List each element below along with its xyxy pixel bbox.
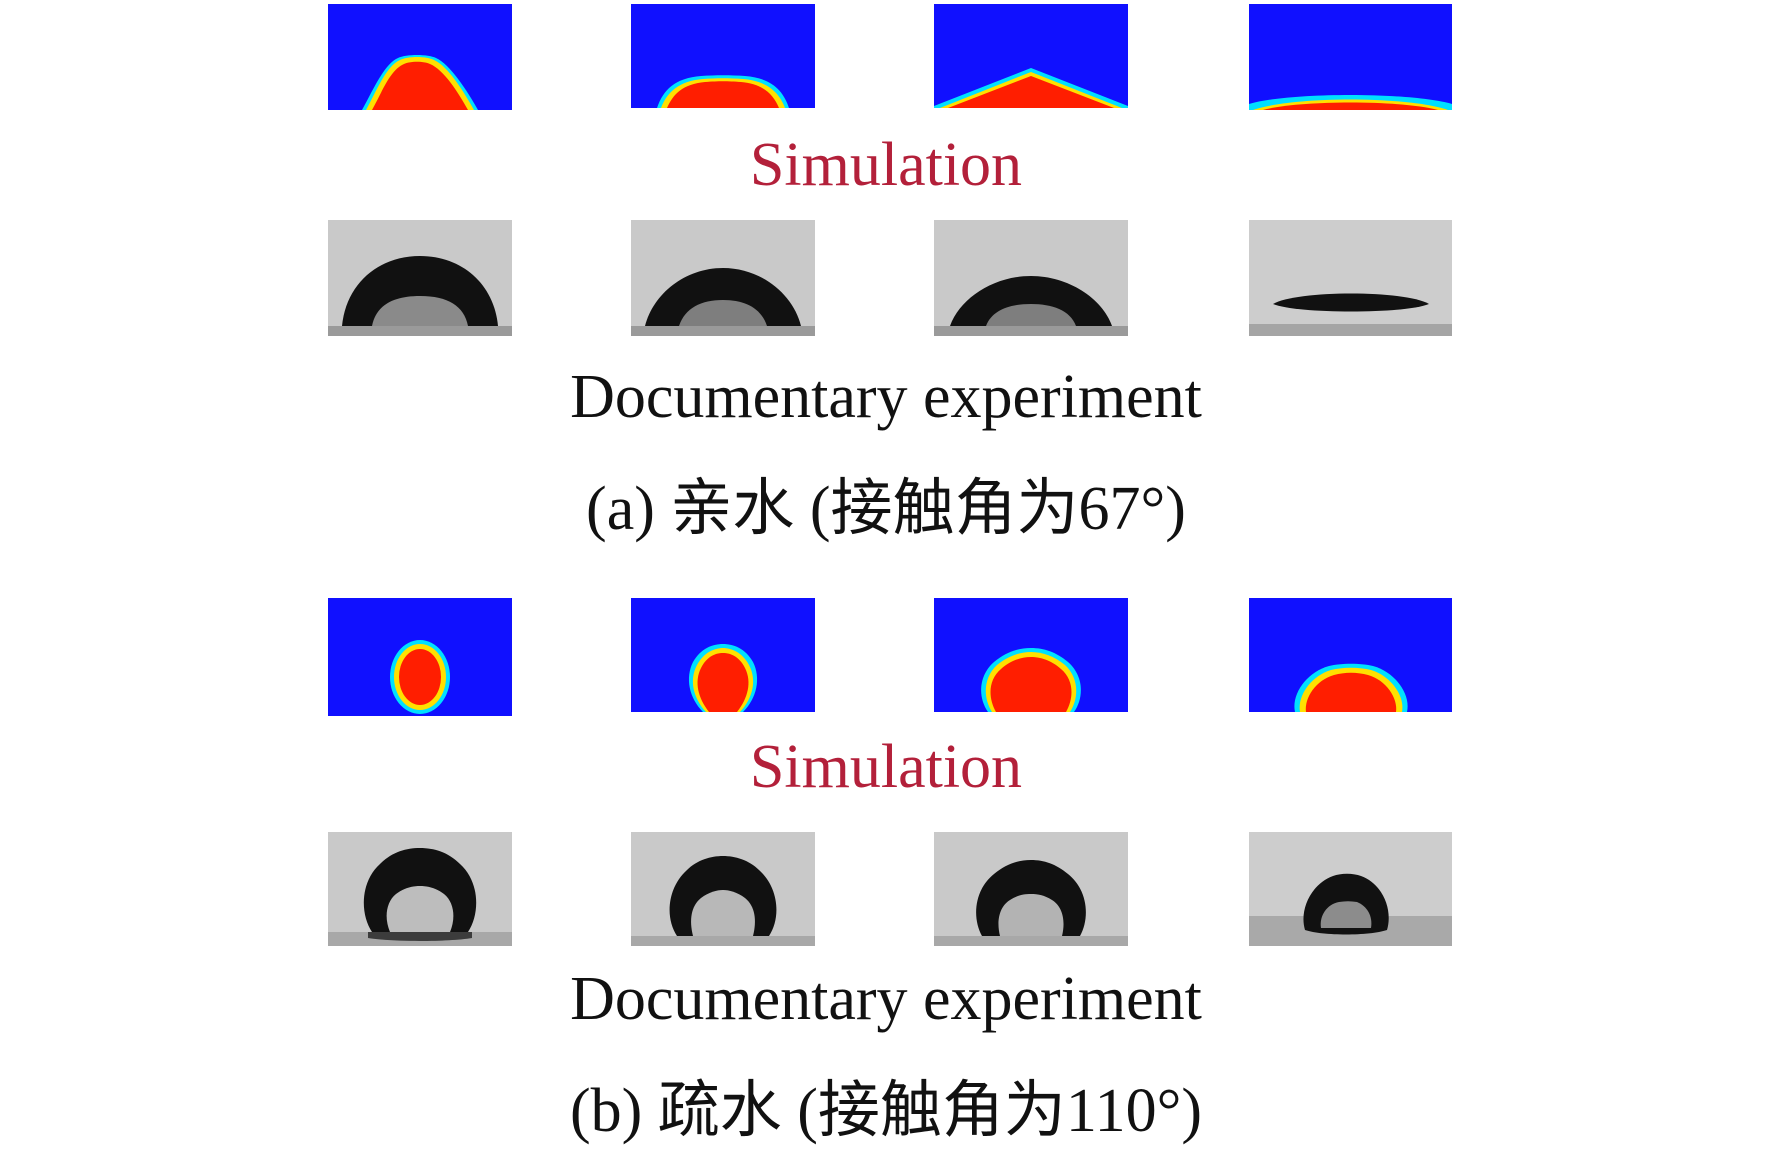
simulation-frame-a3 bbox=[934, 4, 1128, 108]
experiment-frame-b3 bbox=[934, 832, 1128, 946]
experiment-frame-a3 bbox=[934, 220, 1128, 336]
simulation-frame-a4 bbox=[1249, 4, 1452, 110]
experiment-label-b: Documentary experiment bbox=[570, 965, 1202, 1033]
experiment-frame-b4 bbox=[1249, 832, 1452, 946]
experiment-label-a: Documentary experiment bbox=[570, 363, 1202, 431]
experiment-frame-b2 bbox=[631, 832, 815, 946]
experiment-frame-b1 bbox=[328, 832, 512, 946]
simulation-frame-b2 bbox=[631, 598, 815, 712]
experiment-frame-a4 bbox=[1249, 220, 1452, 336]
simulation-label-a: Simulation bbox=[749, 131, 1023, 199]
simulation-label-b: Simulation bbox=[749, 733, 1023, 801]
experiment-frame-a2 bbox=[631, 220, 815, 336]
panel-caption-a: (a) 亲水 (接触角为67°) bbox=[586, 475, 1186, 543]
panel-caption-b: (b) 疏水 (接触角为110°) bbox=[569, 1077, 1203, 1145]
simulation-frame-b1 bbox=[328, 598, 512, 716]
experiment-frame-a1 bbox=[328, 220, 512, 336]
simulation-frame-b3 bbox=[934, 598, 1128, 712]
simulation-frame-a2 bbox=[631, 4, 815, 108]
simulation-frame-b4 bbox=[1249, 598, 1452, 712]
simulation-frame-a1 bbox=[328, 4, 512, 110]
